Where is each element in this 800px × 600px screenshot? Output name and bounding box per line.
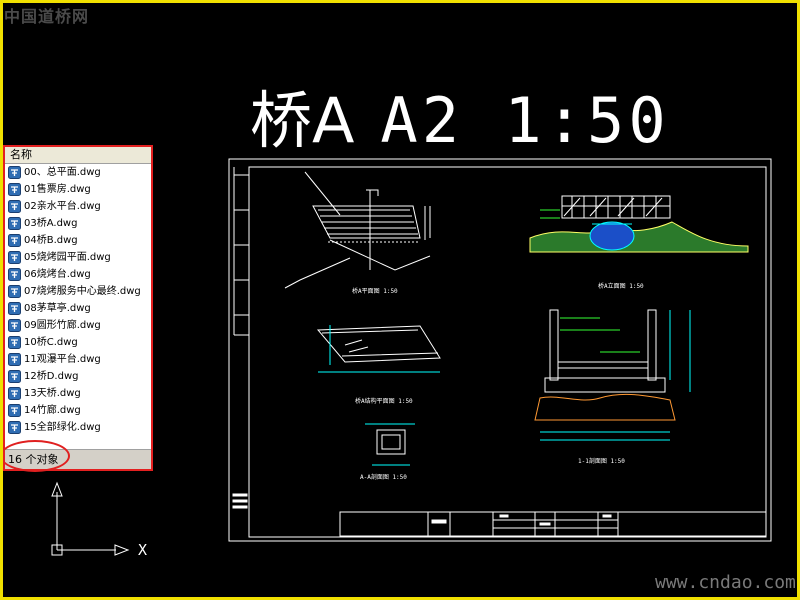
drawing-title: 桥A A2 1:50 bbox=[250, 70, 670, 160]
file-name: 13天桥.dwg bbox=[24, 388, 81, 399]
site-watermark-top: 中国道桥网 bbox=[4, 7, 90, 26]
dwg-file-icon bbox=[8, 353, 21, 366]
dwg-file-icon bbox=[8, 251, 21, 264]
file-name: 01售票房.dwg bbox=[24, 184, 91, 195]
dwg-file-icon bbox=[8, 319, 21, 332]
file-name: 04桥B.dwg bbox=[24, 235, 78, 246]
file-item[interactable]: 03桥A.dwg bbox=[5, 215, 151, 232]
file-name: 00、总平面.dwg bbox=[24, 167, 101, 178]
file-name: 05烧烤园平面.dwg bbox=[24, 252, 111, 263]
file-name: 03桥A.dwg bbox=[24, 218, 78, 229]
file-item[interactable]: 15全部绿化.dwg bbox=[5, 419, 151, 436]
file-item[interactable]: 07烧烤服务中心最终.dwg bbox=[5, 283, 151, 300]
dwg-file-icon bbox=[8, 183, 21, 196]
file-name: 09圆形竹廊.dwg bbox=[24, 320, 101, 331]
site-watermark-bottom: www.cndao.com bbox=[655, 572, 796, 593]
file-name: 10桥C.dwg bbox=[24, 337, 78, 348]
file-list: 00、总平面.dwg 01售票房.dwg 02亲水平台.dwg 03桥A.dwg… bbox=[5, 164, 151, 449]
view-label-elevation: 桥A立面图 1:50 bbox=[598, 283, 644, 290]
ucs-icon bbox=[51, 481, 130, 556]
ucs-x-axis-label: X bbox=[138, 541, 148, 559]
elevation-view bbox=[529, 195, 749, 253]
view-label-structural-plan: 桥A结构平面图 1:50 bbox=[355, 398, 413, 405]
dwg-file-icon bbox=[8, 166, 21, 179]
file-item[interactable]: 00、总平面.dwg bbox=[5, 164, 151, 181]
view-label-section-a-a: A-A剖面图 1:50 bbox=[360, 474, 407, 481]
section-1-1 bbox=[534, 309, 691, 441]
dwg-file-icon bbox=[8, 336, 21, 349]
file-list-panel: 名称 00、总平面.dwg 01售票房.dwg 02亲水平台.dwg 03桥A.… bbox=[3, 145, 153, 471]
sheet-border bbox=[228, 158, 772, 542]
file-name: 11观瀑平台.dwg bbox=[24, 354, 101, 365]
dwg-file-icon bbox=[8, 268, 21, 281]
column-header-name[interactable]: 名称 bbox=[5, 147, 151, 164]
dwg-file-icon bbox=[8, 370, 21, 383]
title-block bbox=[339, 511, 767, 537]
file-item[interactable]: 12桥D.dwg bbox=[5, 368, 151, 385]
inner-frame bbox=[248, 166, 767, 538]
drawing-title-scale: A2 1:50 bbox=[380, 84, 670, 157]
view-label-section-1-1: 1-1剖面图 1:50 bbox=[578, 458, 625, 465]
dwg-file-icon bbox=[8, 285, 21, 298]
file-name: 08茅草亭.dwg bbox=[24, 303, 91, 314]
structural-plan bbox=[316, 325, 441, 373]
file-item[interactable]: 05烧烤园平面.dwg bbox=[5, 249, 151, 266]
file-item[interactable]: 11观瀑平台.dwg bbox=[5, 351, 151, 368]
command-line[interactable] bbox=[3, 592, 797, 598]
file-item[interactable]: 06烧烤台.dwg bbox=[5, 266, 151, 283]
file-item[interactable]: 04桥B.dwg bbox=[5, 232, 151, 249]
section-a-a bbox=[365, 423, 415, 466]
highlight-ellipse bbox=[0, 440, 70, 472]
drawing-title-main: 桥A bbox=[250, 84, 355, 157]
file-item[interactable]: 10桥C.dwg bbox=[5, 334, 151, 351]
file-name: 06烧烤台.dwg bbox=[24, 269, 91, 280]
file-item[interactable]: 14竹廊.dwg bbox=[5, 402, 151, 419]
dwg-file-icon bbox=[8, 302, 21, 315]
dwg-file-icon bbox=[8, 200, 21, 213]
file-name: 15全部绿化.dwg bbox=[24, 422, 101, 433]
dwg-file-icon bbox=[8, 217, 21, 230]
dwg-file-icon bbox=[8, 387, 21, 400]
plan-view bbox=[284, 171, 431, 289]
file-name: 02亲水平台.dwg bbox=[24, 201, 101, 212]
dwg-file-icon bbox=[8, 421, 21, 434]
file-name: 12桥D.dwg bbox=[24, 371, 79, 382]
dwg-file-icon bbox=[8, 234, 21, 247]
file-item[interactable]: 01售票房.dwg bbox=[5, 181, 151, 198]
file-item[interactable]: 09圆形竹廊.dwg bbox=[5, 317, 151, 334]
view-label-plan: 桥A平面图 1:50 bbox=[352, 288, 398, 295]
file-name: 07烧烤服务中心最终.dwg bbox=[24, 286, 141, 297]
file-item[interactable]: 02亲水平台.dwg bbox=[5, 198, 151, 215]
file-item[interactable]: 13天桥.dwg bbox=[5, 385, 151, 402]
file-name: 14竹廊.dwg bbox=[24, 405, 81, 416]
dwg-file-icon bbox=[8, 404, 21, 417]
file-item[interactable]: 08茅草亭.dwg bbox=[5, 300, 151, 317]
